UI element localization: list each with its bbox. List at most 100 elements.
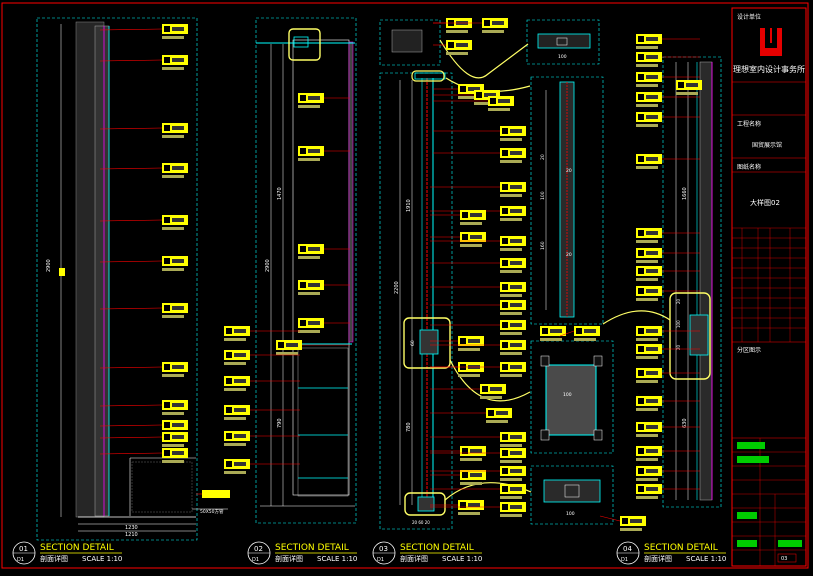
material-tag <box>636 368 700 383</box>
dim-d4-node-3: 20 <box>676 344 681 350</box>
material-tag <box>430 336 484 351</box>
material-tag <box>636 396 700 411</box>
material-tag <box>636 248 700 263</box>
material-tag <box>99 432 188 447</box>
material-tag <box>430 432 526 447</box>
material-tag <box>224 350 300 365</box>
material-tag <box>636 422 700 437</box>
material-tag <box>430 320 526 335</box>
dim-node-mid-3: 160 <box>540 241 546 250</box>
material-tag <box>99 256 188 271</box>
dim-node-bottom: 100 <box>566 511 575 517</box>
material-tag <box>99 303 188 318</box>
material-tag <box>636 72 700 87</box>
material-tag <box>433 90 500 105</box>
material-tag <box>224 431 300 446</box>
material-tag <box>636 92 700 107</box>
material-tag <box>99 362 188 377</box>
material-tag <box>99 163 188 178</box>
material-tag <box>430 384 506 399</box>
detail-02-drawing: 1470 2900 790 <box>255 17 357 524</box>
detail-title: SECTION DETAIL <box>644 543 718 553</box>
dim-d1-height: 2900 <box>46 259 52 272</box>
material-tag <box>433 18 508 33</box>
material-tag <box>298 280 350 295</box>
dim-d2-mid: 2900 <box>265 259 271 272</box>
dim-d3-node: 60 <box>410 340 416 346</box>
material-tag <box>430 448 526 463</box>
material-tag <box>99 55 188 70</box>
material-tag <box>430 500 484 515</box>
material-tag <box>99 24 188 39</box>
detail-scale: SCALE 1:10 <box>317 555 357 563</box>
material-tag <box>636 154 700 169</box>
detail-code: D1 <box>252 557 259 563</box>
material-tag <box>433 40 472 55</box>
dim-node-box: 100 <box>563 392 572 398</box>
material-tag <box>636 112 700 127</box>
detail-03-enlarged-nodes: 100 20 100 160 20 20 100 100 <box>526 19 614 525</box>
material-tag <box>224 376 300 391</box>
material-tag <box>636 326 700 341</box>
material-tag <box>276 340 350 355</box>
tb-project-name: 国贸展示馆 <box>752 142 783 149</box>
material-tag <box>430 236 526 251</box>
dim-d4-node-2: 100 <box>676 320 681 328</box>
dim-d3-lower: 780 <box>406 422 412 432</box>
dim-node-mid-4: 20 <box>566 168 572 174</box>
material-tag <box>430 182 526 197</box>
detail-01-drawing: 2900 1230 1210 50X50方管 <box>36 17 230 541</box>
detail-title: SECTION DETAIL <box>40 543 114 553</box>
detail-code: D1 <box>377 557 384 563</box>
material-tag <box>433 126 526 141</box>
material-tag <box>636 466 700 481</box>
material-tag <box>433 96 514 111</box>
material-tags <box>99 18 702 531</box>
detail-code: D1 <box>621 557 628 563</box>
material-tag <box>430 258 526 273</box>
detail-number: 04 <box>623 545 632 553</box>
dim-d4-lower: 630 <box>682 418 688 428</box>
material-tag <box>430 300 526 315</box>
material-tag <box>636 228 700 243</box>
material-tag <box>430 210 486 225</box>
material-tag <box>433 18 472 33</box>
material-tag <box>636 34 700 49</box>
material-tag <box>224 459 300 474</box>
material-tag <box>636 446 700 461</box>
tb-firm-name: 理想室内设计事务所 <box>733 65 805 74</box>
material-tag <box>99 215 188 230</box>
material-tag <box>636 286 700 301</box>
tb-section-partition: 分区图示 <box>737 347 762 354</box>
material-tag <box>99 448 188 463</box>
tb-section-project: 工程名称 <box>737 121 762 128</box>
material-tag <box>430 466 526 481</box>
dim-d2-lower: 790 <box>277 418 283 428</box>
title-block: 03 <box>732 28 806 566</box>
detail-title: SECTION DETAIL <box>275 543 349 553</box>
sheet-number: 03 <box>781 556 787 562</box>
detail-subtitle: 剖面详图 <box>275 554 303 563</box>
dim-node-top: 100 <box>558 54 567 60</box>
material-tag <box>430 282 526 297</box>
dim-node-mid-1: 20 <box>540 154 546 160</box>
dim-d2-upper: 1470 <box>277 187 283 200</box>
material-tag <box>430 470 486 485</box>
dim-d3-bottom: 20 60 20 <box>412 520 430 525</box>
detail-subtitle: 剖面详图 <box>40 554 68 563</box>
detail-number: 01 <box>19 545 28 553</box>
dim-d1-bottom-b: 1210 <box>125 532 138 538</box>
material-tag <box>636 484 700 499</box>
detail-subtitle: 剖面详图 <box>644 554 672 563</box>
dim-d3-upper: 1910 <box>406 199 412 212</box>
title-block-frame <box>731 7 807 567</box>
material-tag <box>430 408 512 423</box>
dim-d3-mid: 2200 <box>394 281 400 294</box>
dim-d4-upper: 1660 <box>682 187 688 200</box>
detail-scale: SCALE 1:10 <box>686 555 726 563</box>
